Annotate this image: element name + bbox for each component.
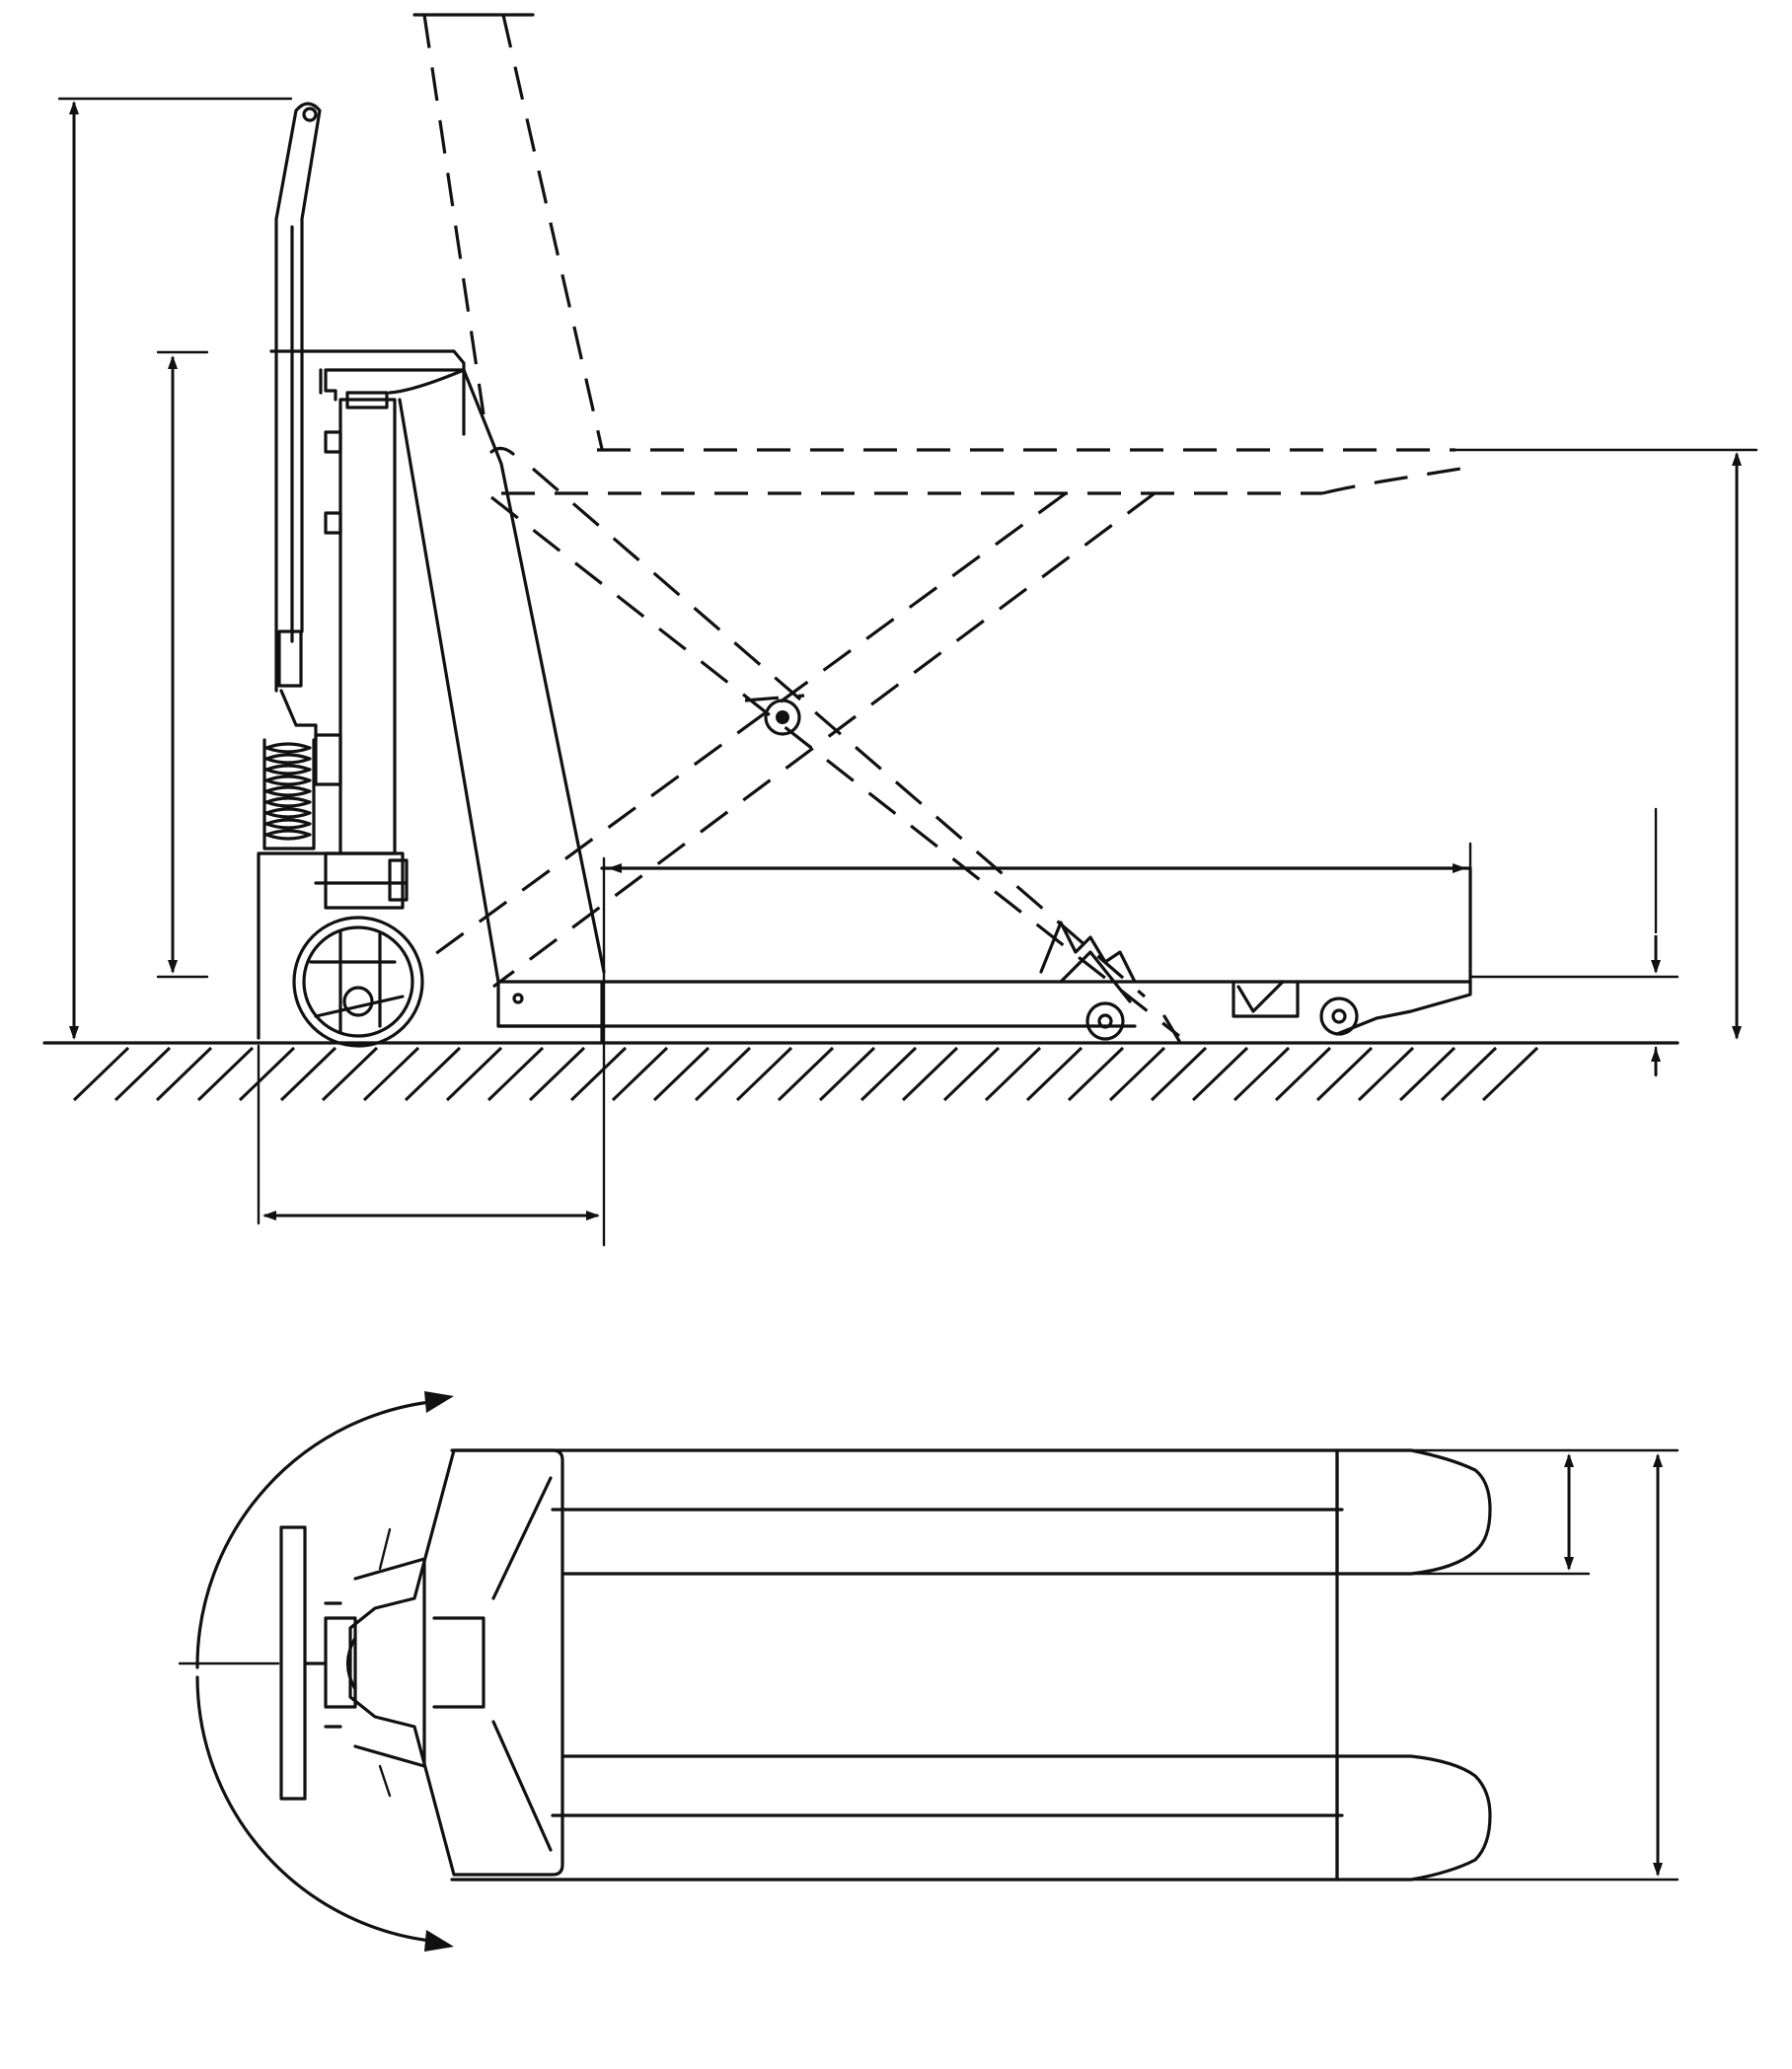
fork-left [450,1448,1492,1576]
top-view [178,1391,1680,1952]
handle-grip-top [279,1525,426,1801]
fork-frame [496,866,1472,1043]
spring-housing [262,738,316,850]
steering-sweep-arc [178,1391,454,1952]
hatch-line [1150,1046,1208,1102]
hatch-line [735,1046,793,1102]
hatch-line [984,1046,1042,1102]
hatch-line [652,1046,710,1102]
hatch-line [1191,1046,1249,1102]
spring-coil [264,796,312,808]
overall-height-dimension [57,97,293,1040]
ground-hatching [72,1046,1539,1102]
return-spring [262,738,316,850]
steering-wheel [292,916,424,1048]
hatch-line [321,1046,379,1102]
hatch-line [362,1046,420,1102]
spring-coil [264,742,312,754]
hydraulic-pump [314,391,397,855]
lowered-height-dimension [1468,807,1680,1077]
hatch-line [528,1046,586,1102]
hatch-line [611,1046,669,1102]
hatch-line [901,1046,959,1102]
fork-width-dimension [1409,1448,1680,1576]
hatch-line [279,1046,337,1102]
raised-scissor-arms [423,467,1180,1038]
hatch-line [404,1046,462,1102]
rear-roller-assembly [1085,980,1359,1041]
hatch-line [1398,1046,1456,1102]
raised-platform [489,446,1461,495]
hatch-line [196,1046,255,1102]
side-view [42,13,1758,1247]
front-depth-dimension [257,1044,600,1225]
spring-coil [264,753,312,765]
hatch-line [155,1046,213,1102]
spring-coil [264,785,312,797]
hatch-line [942,1046,1001,1102]
wheel-housing [257,851,409,1040]
hatch-line [445,1046,503,1102]
spring-coil [264,775,312,786]
hatch-line [777,1046,835,1102]
hatch-line [1315,1046,1374,1102]
hatch-line [694,1046,752,1102]
hatch-line [569,1046,628,1102]
chassis-top [348,1448,564,1877]
lift-height-dimension [1454,448,1758,1040]
hatch-line [1357,1046,1415,1102]
hatch-line [72,1046,130,1102]
hatch-line [1481,1046,1539,1102]
hatch-line [859,1046,918,1102]
tiller-handle [274,102,322,742]
spring-coil [264,829,312,841]
fork-length-dimension [602,842,1472,1247]
hatch-line [1274,1046,1332,1102]
hatch-line [1067,1046,1125,1102]
hatch-line [113,1046,172,1102]
spring-coil [264,807,312,819]
hatch-line [1108,1046,1166,1102]
handle-height-dimension [156,350,209,979]
hatch-line [238,1046,296,1102]
fork-right [450,1754,1492,1882]
chassis-head [269,349,606,984]
hatch-line [1025,1046,1083,1102]
hatch-line [486,1046,545,1102]
raised-handle [412,13,604,450]
overall-width-dimension [1409,1453,1680,1882]
hatch-line [1232,1046,1291,1102]
spring-coil [264,818,312,830]
hatch-line [818,1046,876,1102]
spring-coil [264,764,312,776]
hatch-line [1440,1046,1498,1102]
